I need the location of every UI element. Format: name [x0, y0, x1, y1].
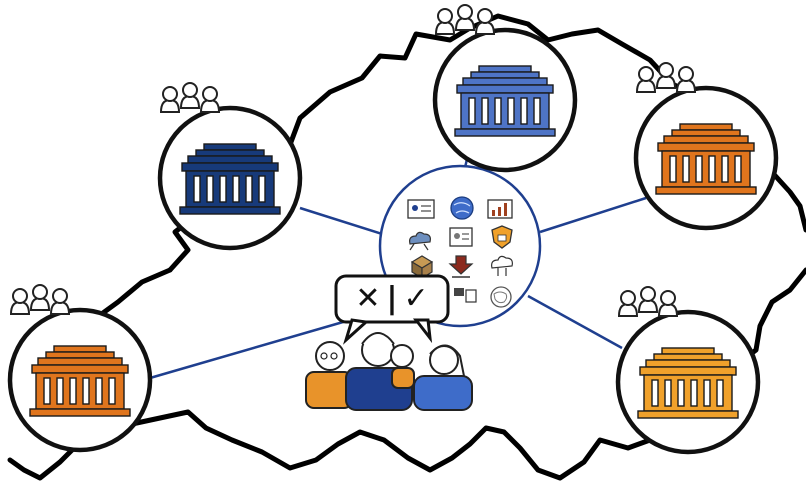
people-group-icon-right [635, 62, 697, 93]
institution-building-icon [454, 65, 556, 137]
shield-lock-icon [491, 225, 513, 249]
link-hub-left [149, 318, 351, 380]
link-hub-right [539, 196, 647, 234]
hub-icon-grid [407, 196, 513, 308]
divider-mark: | [386, 280, 398, 316]
badge-icon [449, 227, 473, 247]
country-outline-west [93, 267, 173, 321]
people-group-icon-top-center [434, 4, 496, 35]
world-map-icon [490, 286, 512, 308]
institution-node-right [633, 62, 779, 231]
cloud-network-icon [409, 231, 431, 251]
check-mark-icon: ✓ [403, 280, 429, 316]
institution-node-bottom-right [615, 286, 761, 455]
package-icon [410, 255, 434, 280]
institution-building-icon [179, 143, 281, 215]
cross-mark-icon: ✕ [355, 280, 381, 316]
globe-icon [450, 196, 474, 220]
people-group-icon-bottom-right [617, 286, 679, 317]
printer-icon [454, 288, 477, 303]
people-group-icon-left [9, 284, 71, 315]
id-card-icon [407, 199, 435, 219]
institution-node-left [7, 284, 153, 453]
link-hub-bottom-right [527, 294, 623, 350]
people-group-illustration [305, 274, 473, 411]
institution-node-top-left [157, 82, 303, 251]
institution-building-icon [637, 347, 739, 419]
speech-bubble-text: ✕ | ✓ [340, 276, 444, 320]
cloud-sync-icon [491, 255, 513, 276]
institution-building-icon [655, 123, 757, 195]
institution-node-top-center [432, 4, 578, 173]
institution-building-icon [29, 345, 131, 417]
person-right [413, 344, 473, 411]
people-group-icon-top-left [159, 82, 221, 113]
link-hub-top-left [299, 206, 396, 240]
speech-bubble [334, 274, 450, 345]
person-back [390, 344, 415, 389]
bar-chart-icon [487, 199, 513, 219]
download-icon [448, 255, 474, 278]
institution-nodes [7, 4, 779, 455]
